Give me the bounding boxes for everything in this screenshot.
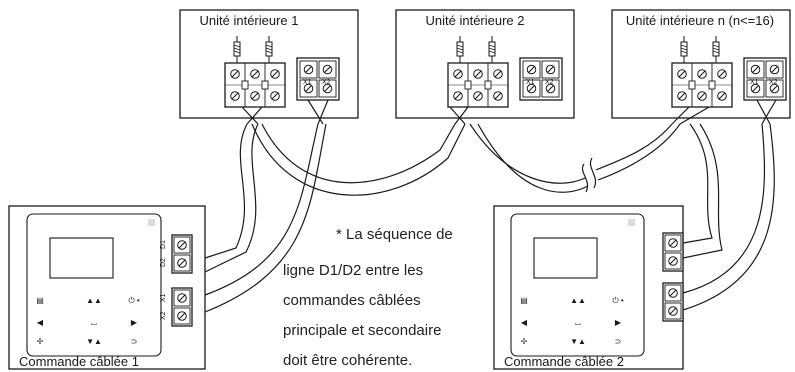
cable-unitn-d1d2-inner [682,123,723,259]
power-terminal-strip [225,63,285,107]
cable-unit2-unitn-a-right [595,123,673,171]
break-mark-2 [590,157,596,189]
cable-unit1-d1d2-outer [204,123,248,259]
note-line-5: doit être cohérente. [283,352,413,369]
break-mark-1 [582,163,588,193]
cable-unit2-unitn-b-right [597,123,681,181]
left-arrow-icon: ◀ [521,318,528,327]
indoor-unit-1: Unité intérieure 1 X1 X2 [179,9,359,119]
terminal-label-x1: X1 [303,79,312,86]
down-icon: ▼▲ [570,337,586,346]
down-icon: ▼▲ [86,337,102,346]
cable-unitn-x1x2-outer [682,123,766,294]
note-line-3: commandes câblées [283,292,421,309]
enter-icon: ⌴ [91,318,97,327]
indoor-unit-1-label: Unité intérieure 1 [200,13,299,28]
note-line-4: principale et secondaire [283,322,442,339]
indoor-unit-2-label: Unité intérieure 2 [426,13,525,28]
power-icon: ⏻ • [612,296,624,305]
controller-2-screen [533,237,598,279]
x1x2-terminal-block [172,288,192,326]
cable-unit2-unitn-b-left [477,123,589,193]
cable-unit1-unit2-b [251,123,466,196]
terminal-label-x2: X2 [160,311,167,320]
unitn-wire-fanout [671,106,710,125]
terminal-label-d1: D1 [160,240,167,249]
cable-unit1-d1d2-inner [204,123,259,273]
terminal-label-x1: X1 [160,293,167,302]
unitn-comm-wire-fanout [756,99,777,125]
up-down-icon: ▲▲ [86,296,102,305]
menu-icon: ▤ [520,296,528,305]
cable-unit1-unit2-a [261,123,456,184]
d1d2-terminal-block [172,235,192,273]
controller-1-label: Commande câblée 1 [19,354,139,369]
return-icon: ⊃ [615,337,622,346]
power-terminal-strip [448,63,508,107]
left-arrow-icon: ◀ [37,318,44,327]
power-terminal-strip [672,63,732,107]
indoor-unit-n: Unité intérieure n (n<=16) X1 X2 [611,9,791,119]
wired-controller-2: ▤ ▲▲ ⏻ • ◀ ⌴ ▶ ✢ ▼▲ ⊃ Commande câblée 2 [493,205,684,370]
terminal-label-x1: X1 [750,79,759,86]
d1d2-terminal-block [663,233,683,271]
cable-x1x2-outer [204,123,319,296]
sensor-icon [148,219,155,226]
power-icon: ⏻ • [128,296,140,305]
cable-unitn-d1d2-outer [682,123,713,244]
up-down-icon: ▲▲ [570,296,586,305]
cable-unitn-x1x2-inner [682,123,775,311]
right-arrow-icon: ▶ [131,318,138,327]
right-arrow-icon: ▶ [615,318,622,327]
controller-1-screen [49,237,114,279]
terminal-label-x2: X2 [545,79,554,86]
indoor-unit-n-label: Unité intérieure n (n<=16) [626,13,774,28]
menu-icon: ▤ [36,296,44,305]
terminal-label-x1: X1 [526,79,535,86]
sensor-icon [628,219,635,226]
indoor-unit-2: Unité intérieure 2 X1 X2 [395,9,575,119]
cable-unit2-unitn-a-left [469,123,586,184]
unit1-wire-fanout [241,99,329,125]
cables [204,99,777,313]
return-icon: ⊃ [131,337,138,346]
enter-icon: ⌴ [575,318,581,327]
fan-icon: ✢ [37,337,44,346]
wired-controller-1: ▤ ▲▲ ⏻ • ◀ ⌴ ▶ ✢ ▼▲ ⊃ D1 D2 X1 X2 Comman… [8,205,206,370]
terminal-label-d2: D2 [160,258,167,267]
terminal-label-x2: X2 [322,79,331,86]
x1x2-terminal-block [663,283,683,321]
controller-1-body [26,213,162,357]
controller-2-body [510,213,645,357]
fan-icon: ✢ [521,337,528,346]
controller-2-label: Commande câblée 2 [504,354,624,369]
note-line-2: ligne D1/D2 entre les [283,262,424,279]
note-line-1: * La séquence de [336,226,453,243]
unit2-wire-fanout [449,106,469,125]
terminal-label-x2: X2 [769,79,778,86]
cable-x1x2-inner [204,123,327,313]
